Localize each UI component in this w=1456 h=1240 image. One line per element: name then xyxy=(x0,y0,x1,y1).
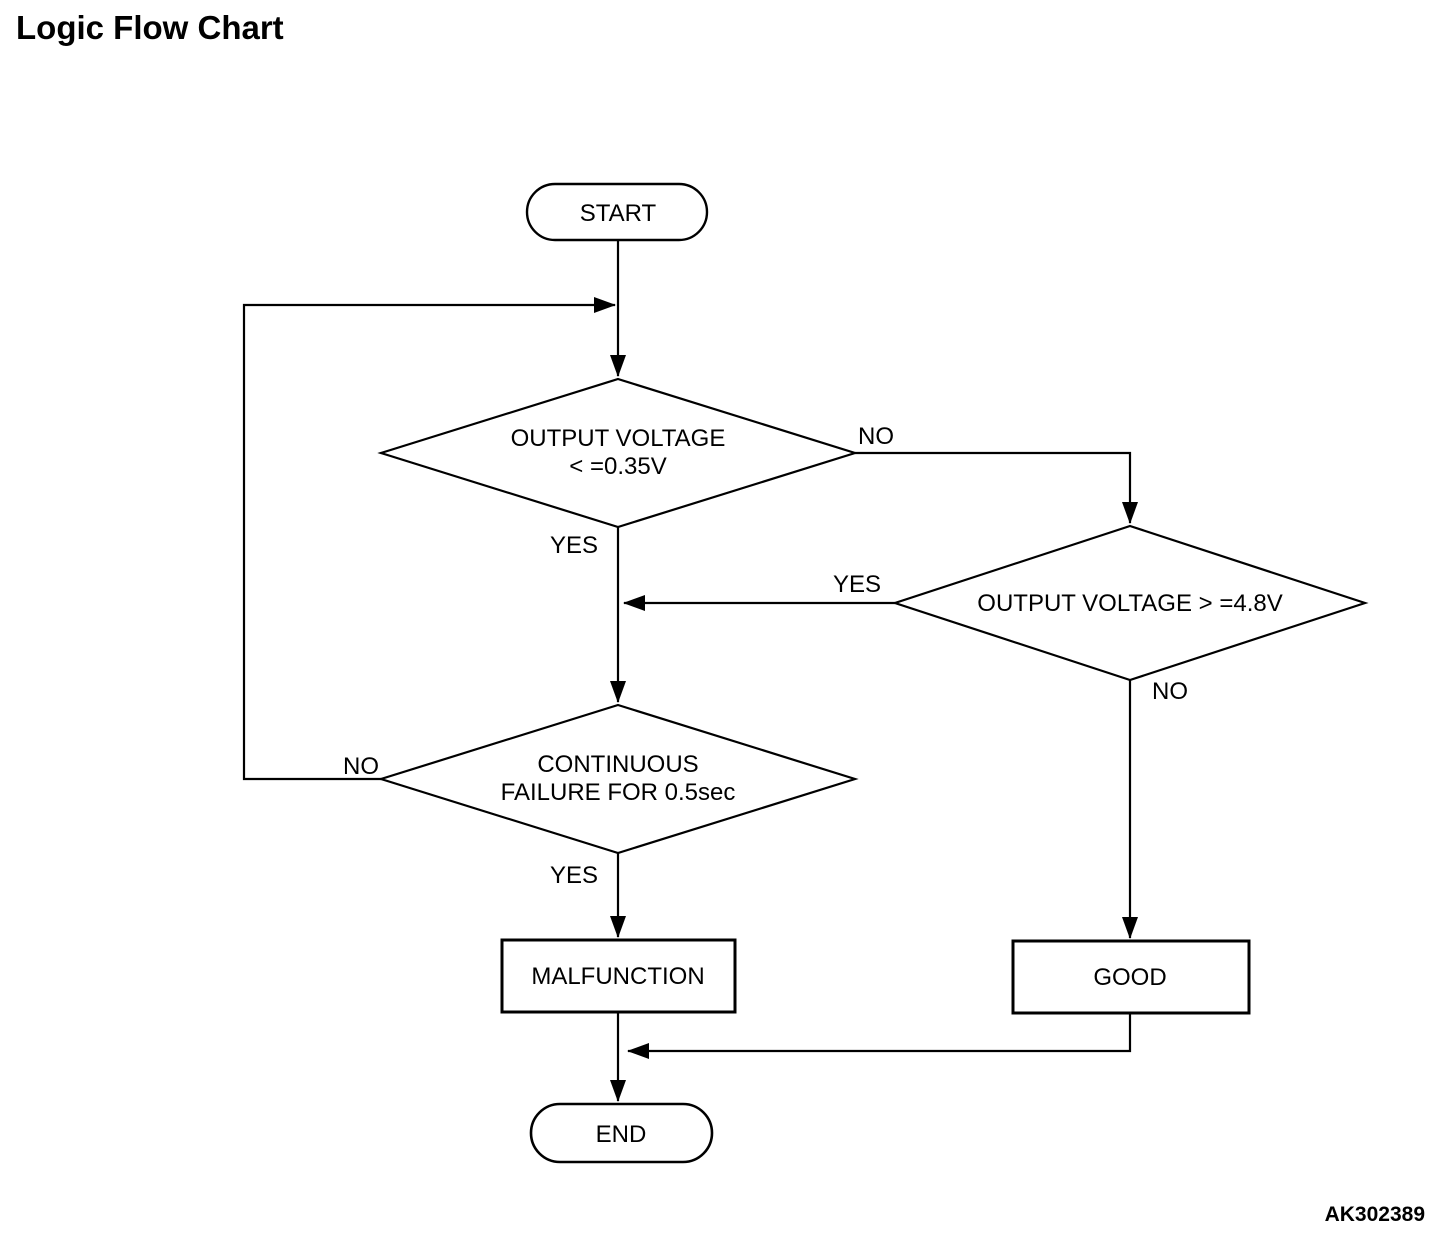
edge-continuous-no-loop xyxy=(242,297,616,781)
start-label: START xyxy=(580,200,657,227)
start-terminator xyxy=(525,182,709,242)
edge-label-decision-high-no: NO xyxy=(1152,678,1188,705)
edge-label-decision-low-yes: YES xyxy=(550,532,598,559)
decision-output-high-label: OUTPUT VOLTAGE > =4.8V xyxy=(977,590,1282,617)
decision-output-low-line2: < =0.35V xyxy=(569,453,666,480)
edge-label-continuous-yes: YES xyxy=(550,862,598,889)
edge-decision-low-no xyxy=(855,451,1138,524)
good-box xyxy=(1011,939,1251,1015)
edge-label-decision-low-no: NO xyxy=(858,423,894,450)
end-label: END xyxy=(596,1121,647,1148)
decision-output-low-line1: OUTPUT VOLTAGE xyxy=(511,425,726,452)
decision-output-voltage-low xyxy=(377,377,859,529)
malfunction-box xyxy=(500,938,737,1014)
edge-label-decision-high-yes: YES xyxy=(833,571,881,598)
edge-label-continuous-no: NO xyxy=(343,753,379,780)
decision-output-voltage-high xyxy=(891,524,1369,682)
malfunction-label: MALFUNCTION xyxy=(531,963,704,990)
decision-continuous-line2: FAILURE FOR 0.5sec xyxy=(501,779,736,806)
good-label: GOOD xyxy=(1093,964,1166,991)
decision-continuous-line1: CONTINUOUS xyxy=(537,751,698,778)
flowchart-edges xyxy=(242,241,1138,1102)
edge-good-to-merge xyxy=(627,1013,1132,1059)
decision-continuous-failure xyxy=(377,703,859,855)
figure-code: AK302389 xyxy=(1325,1203,1425,1226)
flowchart-nodes: START OUTPUT VOLTAGE < =0.35V OUTPUT VOL… xyxy=(377,182,1369,1164)
flowchart-edge-labels: NO YES YES NO NO YES xyxy=(343,423,1188,889)
end-terminator xyxy=(529,1102,714,1164)
page-title: Logic Flow Chart xyxy=(16,9,284,46)
